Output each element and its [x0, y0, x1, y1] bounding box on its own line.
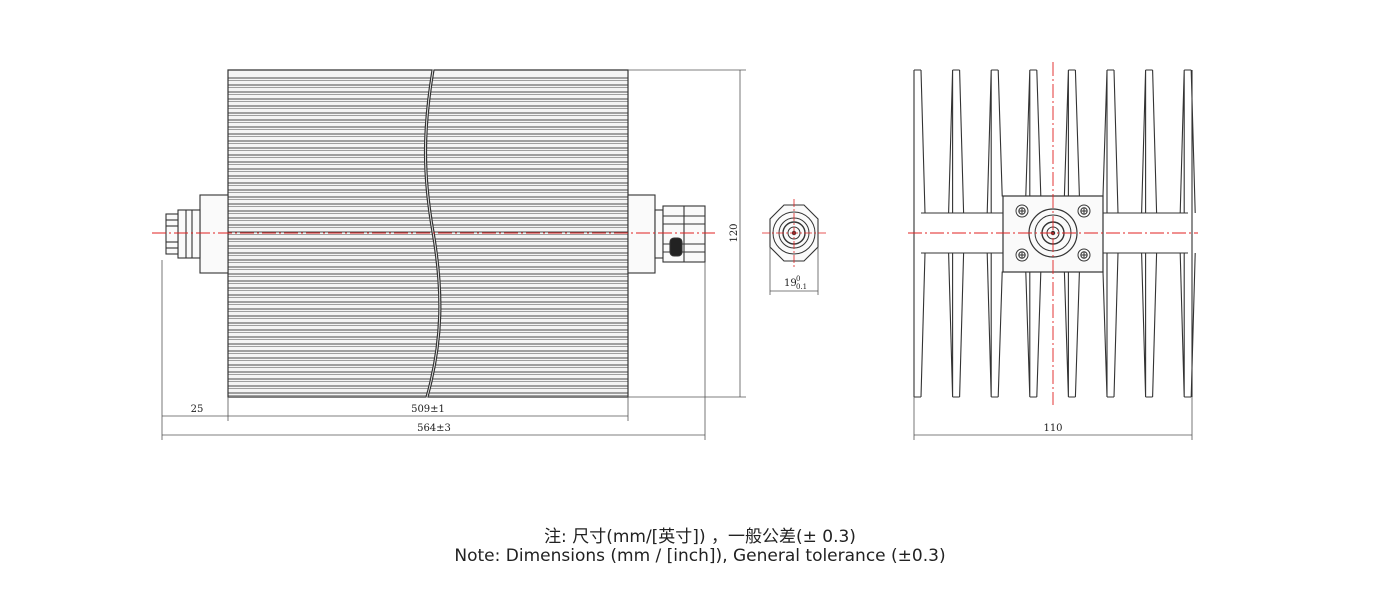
body-length-label: 509±1	[411, 404, 445, 415]
width-label: 110	[1043, 423, 1062, 434]
note-english: Note: Dimensions (mm / [inch]), General …	[454, 546, 946, 566]
height-label: 120	[729, 223, 740, 242]
connector-length-label: 25	[191, 404, 204, 415]
connector-dia-label: 19	[784, 278, 797, 289]
overall-length-label: 564±3	[417, 423, 451, 434]
screw-icon-group	[1015, 204, 1091, 262]
width-dimension	[913, 397, 1193, 440]
connector-dia-lower-tol: 0.1	[796, 283, 807, 291]
heatsink-body-right	[425, 69, 629, 398]
length-dimensions	[161, 260, 706, 440]
right-connector	[627, 194, 706, 274]
connector-dia-upper-tol: 0	[796, 275, 800, 283]
side-view: 120 25 509±1 564±3	[152, 69, 746, 440]
note-chinese: 注: 尺寸(mm/[英寸]) ，一般公差(± 0.3)	[544, 527, 856, 547]
height-dimension	[628, 69, 746, 398]
connector-end-view: 19 0 0.1	[762, 199, 826, 295]
left-connector	[165, 194, 229, 274]
heatsink-body-left	[227, 69, 440, 398]
front-view: 110	[908, 62, 1198, 440]
